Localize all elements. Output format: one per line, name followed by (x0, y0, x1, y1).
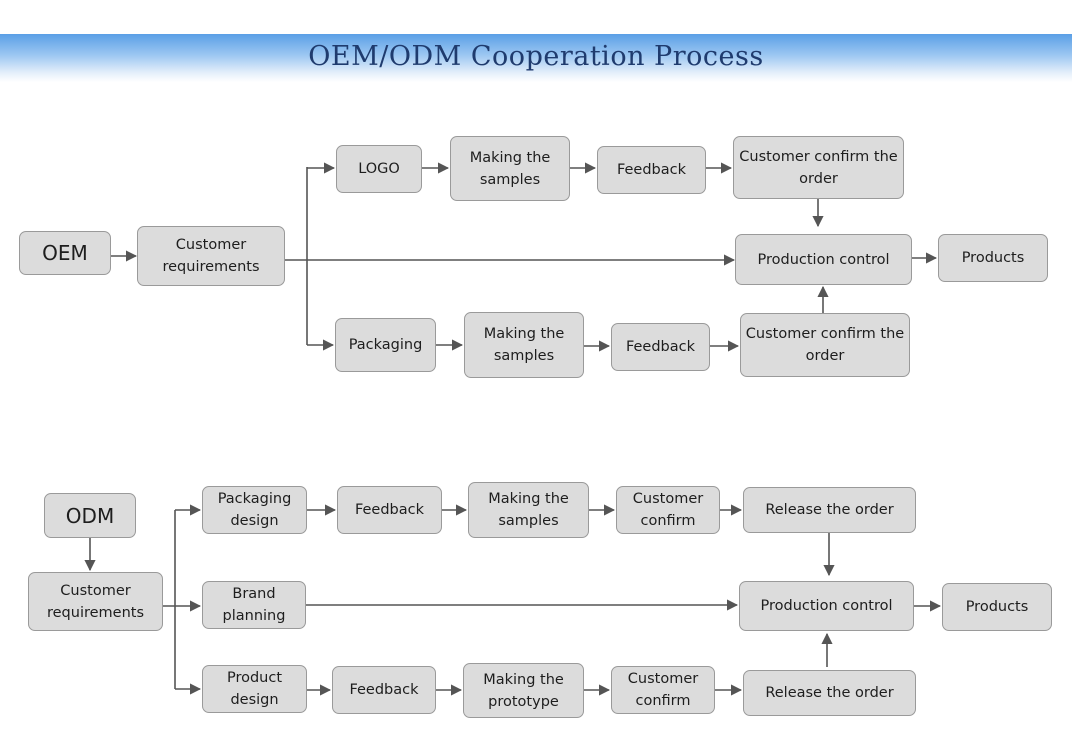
oem-packaging-customer-confirm-box: Customer confirm the order (740, 313, 910, 377)
title-banner (0, 34, 1072, 82)
oem-start-box: OEM (19, 231, 111, 275)
oem-customer-requirements-box: Customer requirements (137, 226, 285, 286)
odm-product-design-box: Product design (202, 665, 307, 713)
page-title: OEM/ODM Cooperation Process (308, 41, 764, 72)
oem-packaging-box: Packaging (335, 318, 436, 372)
oem-logo-box: LOGO (336, 145, 422, 193)
odm-product-feedback-box: Feedback (332, 666, 436, 714)
odm-packaging-design-box: Packaging design (202, 486, 307, 534)
odm-production-control-box: Production control (739, 581, 914, 631)
odm-start-box: ODM (44, 493, 136, 538)
odm-packaging-customer-confirm-box: Customer confirm (616, 486, 720, 534)
oem-logo-customer-confirm-box: Customer confirm the order (733, 136, 904, 199)
odm-product-customer-confirm-box: Customer confirm (611, 666, 715, 714)
oem-products-box: Products (938, 234, 1048, 282)
odm-customer-requirements-box: Customer requirements (28, 572, 163, 631)
oem-production-control-box: Production control (735, 234, 912, 285)
odm-packaging-release-order-box: Release the order (743, 487, 916, 533)
oem-packaging-feedback-box: Feedback (611, 323, 710, 371)
oem-logo-feedback-box: Feedback (597, 146, 706, 194)
odm-brand-planning-box: Brand planning (202, 581, 306, 629)
odm-products-box: Products (942, 583, 1052, 631)
odm-product-release-order-box: Release the order (743, 670, 916, 716)
oem-logo-making-samples-box: Making the samples (450, 136, 570, 201)
odm-packaging-feedback-box: Feedback (337, 486, 442, 534)
odm-making-samples-box: Making the samples (468, 482, 589, 538)
odm-making-prototype-box: Making the prototype (463, 663, 584, 718)
oem-packaging-making-samples-box: Making the samples (464, 312, 584, 378)
